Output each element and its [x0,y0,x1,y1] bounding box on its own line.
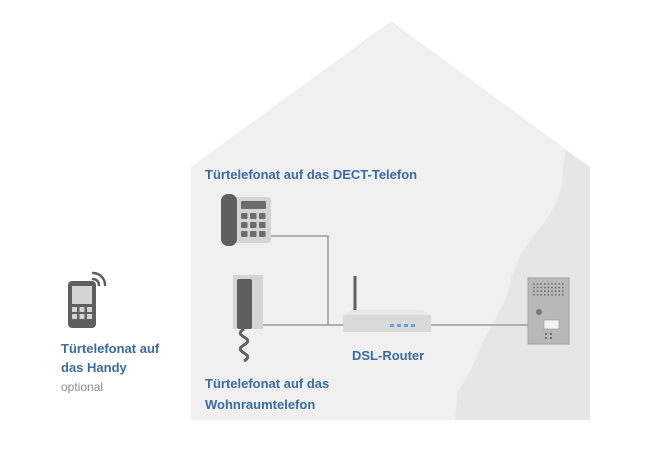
label-mobile-line2: das Handy [61,360,127,375]
router-icon [343,276,431,332]
speaker-dot [554,283,557,285]
speaker-dot [543,290,546,293]
label-mobile-note: optional [61,380,104,394]
speaker-dot [533,283,535,285]
speaker-dot [558,283,561,285]
intercom-handset-icon [233,275,263,363]
speaker-dot [558,293,561,296]
speaker-dot [554,293,557,296]
speaker-dot [540,293,543,296]
house-outline [191,21,590,420]
speaker-dot [540,286,543,289]
speaker-grille [533,283,564,296]
speaker-dot [536,290,539,293]
speaker-dot [558,290,561,293]
label-handset-line2: Wohnraumtelefon [205,397,316,412]
speaker-dot [561,286,564,289]
mobile-phone-icon [68,281,96,328]
wire-dect-to-router [270,235,329,325]
speaker-dot [543,283,546,285]
label-handset-line1: Türtelefonat auf das [205,376,330,391]
door-station-icon [527,277,570,345]
speaker-dot [540,283,543,285]
speaker-dot [547,286,550,289]
speaker-dot [551,286,553,289]
speaker-dot [536,293,539,296]
signal-waves-icon [91,271,107,287]
speaker-dot [543,293,546,296]
wiring [262,235,528,326]
speaker-dot [547,290,550,293]
speaker-dot [533,286,535,289]
speaker-dot [558,286,561,289]
speaker-dot [561,290,564,293]
speaker-dot [554,286,557,289]
speaker-dot [540,290,543,293]
speaker-dot [551,283,553,285]
speaker-dot [533,293,535,296]
label-dect-phone: Türtelefonat auf das DECT-Telefon [205,167,418,182]
speaker-dot [533,290,535,293]
house-shadow [455,150,590,420]
label-mobile-line1: Türtelefonat auf [61,341,160,356]
speaker-dot [547,293,550,296]
speaker-dot [554,290,557,293]
speaker-dot [536,286,539,289]
speaker-dot [551,290,553,293]
desk-phone-icon [221,194,271,246]
speaker-dot [561,283,564,285]
speaker-dot [547,283,550,285]
speaker-dot [551,293,553,296]
label-router: DSL-Router [352,348,425,363]
speaker-dot [536,283,539,285]
speaker-dot [561,293,564,296]
speaker-dot [543,286,546,289]
